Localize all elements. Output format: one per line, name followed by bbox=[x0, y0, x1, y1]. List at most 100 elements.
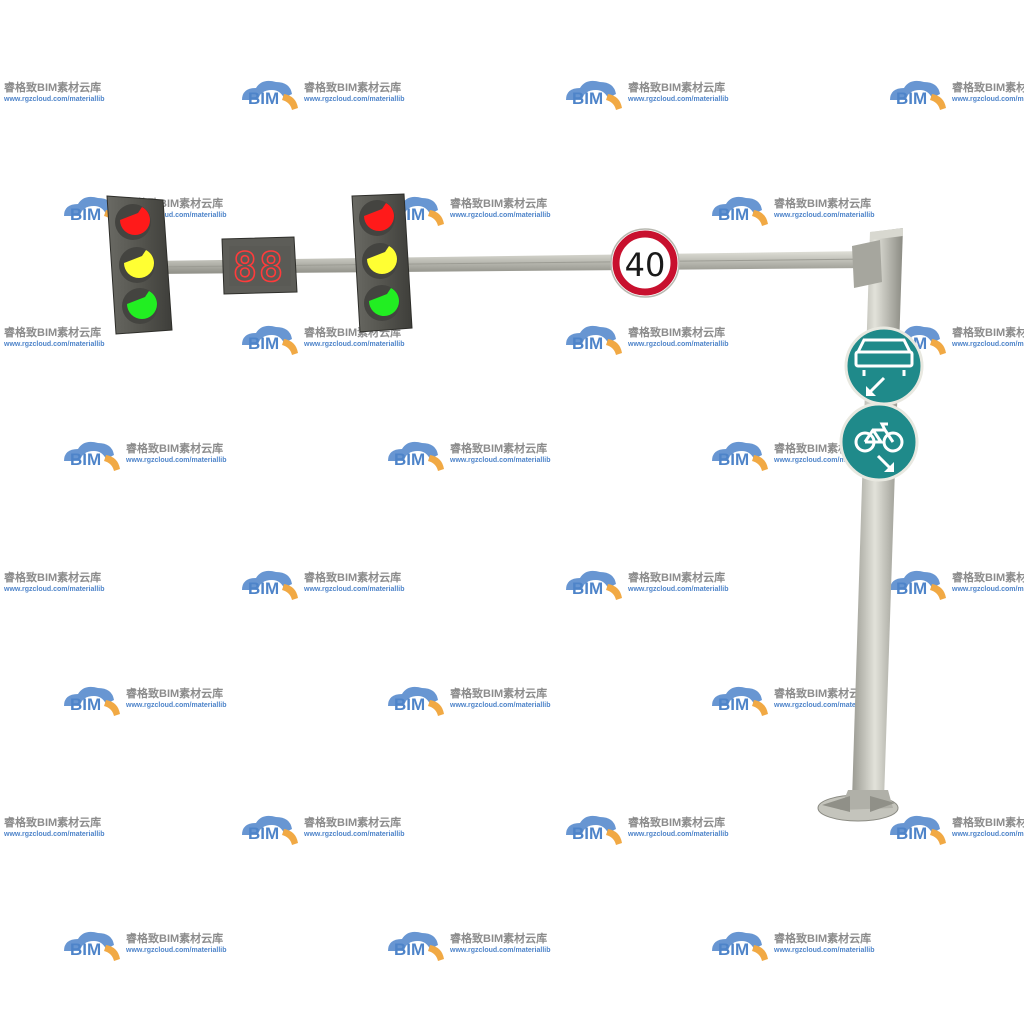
svg-text:www.rgzcloud.com/materiallib: www.rgzcloud.com/materiallib bbox=[3, 341, 104, 348]
svg-text:睿格致BIM素材云库: 睿格致BIM素材云库 bbox=[450, 686, 547, 700]
watermark-logo: BIM 睿格致BIM素材云库 www.rgzcloud.com/materialli… bbox=[712, 196, 874, 226]
svg-text:www.rgzcloud.com/materiallib: www.rgzcloud.com/materiallib bbox=[627, 96, 728, 103]
watermark-logo: BIM睿格致BIM素材云库www.rgzcloud.com/materialli… bbox=[242, 325, 404, 355]
svg-text:www.rgzcloud.com/materiallib: www.rgzcloud.com/materiallib bbox=[125, 947, 226, 954]
svg-text:www.rgzcloud.com/materiallib: www.rgzcloud.com/materiallib bbox=[627, 586, 728, 593]
speed-limit-sign: 40 bbox=[610, 228, 680, 298]
svg-text:BIM: BIM bbox=[896, 579, 927, 598]
svg-text:睿格致BIM素材云库: 睿格致BIM素材云库 bbox=[450, 196, 547, 210]
svg-text:www.rgzcloud.com/materiallib: www.rgzcloud.com/materiallib bbox=[449, 212, 550, 219]
svg-text:睿格致BIM素材云库: 睿格致BIM素材云库 bbox=[4, 80, 101, 94]
svg-text:www.rgzcloud.com/materiallib: www.rgzcloud.com/materiallib bbox=[627, 341, 728, 348]
svg-text:BIM: BIM bbox=[718, 205, 749, 224]
svg-text:BIM: BIM bbox=[572, 824, 603, 843]
svg-text:www.rgzcloud.com/materiallib: www.rgzcloud.com/materiallib bbox=[303, 341, 404, 348]
svg-text:睿格致BIM素材云库: 睿格致BIM素材云库 bbox=[304, 80, 401, 94]
watermark-logo: BIM 睿格致BIM素材云库 www.rgzcloud.com/materialli… bbox=[64, 441, 226, 471]
svg-text:www.rgzcloud.com/materiallib: www.rgzcloud.com/materiallib bbox=[773, 947, 874, 954]
watermark-logo: BIM睿格致BIM素材云库www.rgzcloud.com/materialli… bbox=[3, 815, 104, 838]
svg-text:BIM: BIM bbox=[718, 695, 749, 714]
watermark-logo: BIM 睿格致BIM素材云库 www.rgzcloud.com/materialli… bbox=[712, 686, 874, 716]
svg-text:BIM: BIM bbox=[718, 940, 749, 959]
svg-text:睿格致BIM素材云库: 睿格致BIM素材云库 bbox=[628, 325, 725, 339]
lane-guidance-sign bbox=[844, 326, 924, 406]
watermark-logo: BIM睿格致BIM素材云库www.rgzcloud.com/materialli… bbox=[388, 686, 550, 716]
svg-text:BIM: BIM bbox=[248, 824, 279, 843]
signal-pole bbox=[817, 228, 903, 822]
svg-text:BIM: BIM bbox=[572, 89, 603, 108]
arrow-down-left-icon bbox=[866, 376, 886, 396]
svg-text:BIM: BIM bbox=[70, 695, 101, 714]
svg-text:www.rgzcloud.com/materiallib: www.rgzcloud.com/materiallib bbox=[3, 831, 104, 838]
svg-text:BIM: BIM bbox=[248, 89, 279, 108]
countdown-timer: 88 bbox=[221, 236, 298, 295]
svg-text:BIM: BIM bbox=[70, 205, 101, 224]
svg-text:睿格致BIM素材云库: 睿格致BIM素材云库 bbox=[304, 815, 401, 829]
red-lamp-right bbox=[364, 203, 394, 231]
svg-text:睿格致BIM素材云库: 睿格致BIM素材云库 bbox=[774, 931, 871, 945]
svg-text:www.rgzcloud.com/materiallib: www.rgzcloud.com/materiallib bbox=[951, 96, 1024, 103]
yellow-lamp-right bbox=[367, 246, 397, 274]
svg-text:www.rgzcloud.com/materiallib: www.rgzcloud.com/materiallib bbox=[3, 96, 104, 103]
watermark-logo: BIM睿格致BIM素材云库www.rgzcloud.com/materialli… bbox=[3, 80, 104, 103]
watermark-logo: BIM睿格致BIM素材云库www.rgzcloud.com/materialli… bbox=[890, 80, 1024, 110]
svg-text:www.rgzcloud.com/materiallib: www.rgzcloud.com/materiallib bbox=[773, 212, 874, 219]
svg-text:睿格致BIM素材云库: 睿格致BIM素材云库 bbox=[774, 196, 871, 210]
svg-text:BIM: BIM bbox=[248, 334, 279, 353]
svg-text:www.rgzcloud.com/materiallib: www.rgzcloud.com/materiallib bbox=[449, 457, 550, 464]
svg-text:睿格致BIM素材云库: 睿格致BIM素材云库 bbox=[952, 570, 1024, 584]
svg-text:BIM: BIM bbox=[572, 334, 603, 353]
green-lamp-left bbox=[127, 291, 157, 319]
green-lamp-right bbox=[369, 288, 399, 316]
bicycle-icon bbox=[854, 422, 904, 453]
svg-text:睿格致BIM素材云库: 睿格致BIM素材云库 bbox=[952, 80, 1024, 94]
svg-text:BIM: BIM bbox=[572, 579, 603, 598]
red-lamp-left bbox=[120, 207, 150, 235]
svg-text:睿格致BIM素材云库: 睿格致BIM素材云库 bbox=[450, 441, 547, 455]
speed-limit-value: 40 bbox=[625, 246, 666, 284]
svg-text:睿格致BIM素材云库: 睿格致BIM素材云库 bbox=[304, 570, 401, 584]
svg-text:BIM: BIM bbox=[70, 450, 101, 469]
watermark-logo: BIM睿格致BIM素材云库www.rgzcloud.com/materialli… bbox=[64, 931, 226, 961]
svg-text:www.rgzcloud.com/materiallib: www.rgzcloud.com/materiallib bbox=[303, 831, 404, 838]
yellow-lamp-left bbox=[124, 250, 154, 278]
svg-text:www.rgzcloud.com/materiallib: www.rgzcloud.com/materiallib bbox=[449, 702, 550, 709]
svg-text:www.rgzcloud.com/materiallib: www.rgzcloud.com/materiallib bbox=[773, 702, 874, 709]
watermark-logo: BIM 睿格致BIM素材云库 www.rgzcloud.com/materialli… bbox=[242, 815, 404, 845]
svg-text:BIM: BIM bbox=[394, 450, 425, 469]
watermark-logo: BIM睿格致BIM素材云库www.rgzcloud.com/materialli… bbox=[64, 686, 226, 716]
svg-text:www.rgzcloud.com/materiallib: www.rgzcloud.com/materiallib bbox=[125, 212, 226, 219]
svg-text:www.rgzcloud.com/materiallib: www.rgzcloud.com/materiallib bbox=[951, 831, 1024, 838]
svg-text:BIM: BIM bbox=[394, 940, 425, 959]
svg-text:www.rgzcloud.com/materiallib: www.rgzcloud.com/materiallib bbox=[125, 702, 226, 709]
watermark-logo: BIM睿格致BIM素材云库www.rgzcloud.com/materialli… bbox=[242, 570, 404, 600]
svg-text:睿格致BIM素材云库: 睿格致BIM素材云库 bbox=[4, 570, 101, 584]
svg-text:睿格致BIM素材云库: 睿格致BIM素材云库 bbox=[952, 815, 1024, 829]
svg-text:BIM: BIM bbox=[718, 450, 749, 469]
svg-text:www.rgzcloud.com/materiallib: www.rgzcloud.com/materiallib bbox=[773, 457, 874, 464]
svg-text:www.rgzcloud.com/materiallib: www.rgzcloud.com/materiallib bbox=[951, 341, 1024, 348]
watermark-logo: BIM睿格致BIM素材云库www.rgzcloud.com/materialli… bbox=[388, 196, 550, 226]
arrow-down-right-icon bbox=[876, 454, 894, 472]
svg-text:BIM: BIM bbox=[896, 824, 927, 843]
watermark-logo: BIM 睿格致BIM素材云库 www.rgzcloud.com/materialli… bbox=[890, 815, 1024, 845]
svg-text:睿格致BIM素材云库: 睿格致BIM素材云库 bbox=[774, 686, 871, 700]
svg-text:www.rgzcloud.com/materiallib: www.rgzcloud.com/materiallib bbox=[3, 586, 104, 593]
car-icon bbox=[854, 338, 914, 376]
svg-text:睿格致BIM素材云库: 睿格致BIM素材云库 bbox=[952, 325, 1024, 339]
svg-text:www.rgzcloud.com/materiallib: www.rgzcloud.com/materiallib bbox=[449, 947, 550, 954]
watermark-logo: BIM 睿格致BIM素材云库 www.rgzcloud.com/materialli… bbox=[566, 325, 728, 355]
watermark-logo: BIM睿格致BIM素材云库www.rgzcloud.com/materialli… bbox=[3, 570, 104, 593]
watermark-logo: BIM睿格致BIM素材云库www.rgzcloud.com/materialli… bbox=[566, 815, 728, 845]
watermark-logo: BIM 睿格致BIM素材云库 www.rgzcloud.com/materialli… bbox=[242, 80, 404, 110]
svg-text:www.rgzcloud.com/materiallib: www.rgzcloud.com/materiallib bbox=[125, 457, 226, 464]
svg-text:睿格致BIM素材云库: 睿格致BIM素材云库 bbox=[450, 931, 547, 945]
svg-text:睿格致BIM素材云库: 睿格致BIM素材云库 bbox=[628, 570, 725, 584]
svg-text:睿格致BIM素材云库: 睿格致BIM素材云库 bbox=[126, 441, 223, 455]
svg-text:睿格致BIM素材云库: 睿格致BIM素材云库 bbox=[4, 325, 101, 339]
signal-head-right bbox=[351, 193, 413, 333]
watermark-logo: BIM睿格致BIM素材云库www.rgzcloud.com/materialli… bbox=[890, 570, 1024, 600]
signal-head-left bbox=[106, 195, 173, 335]
svg-text:www.rgzcloud.com/materiallib: www.rgzcloud.com/materiallib bbox=[303, 96, 404, 103]
